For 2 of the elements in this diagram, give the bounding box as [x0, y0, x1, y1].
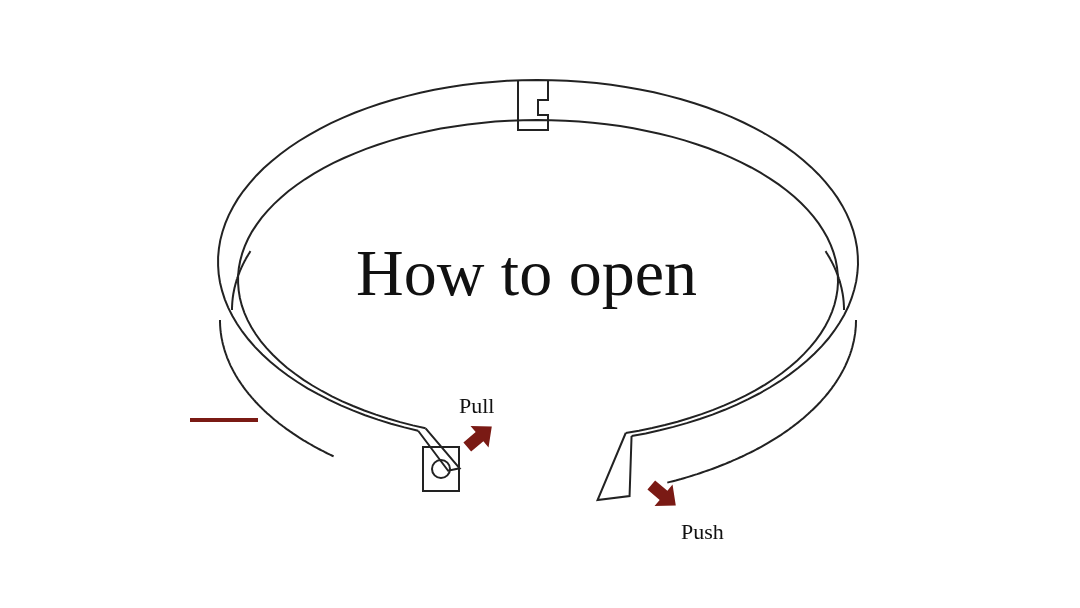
action-label: Pull — [459, 395, 495, 417]
action-label: Push — [681, 521, 724, 543]
